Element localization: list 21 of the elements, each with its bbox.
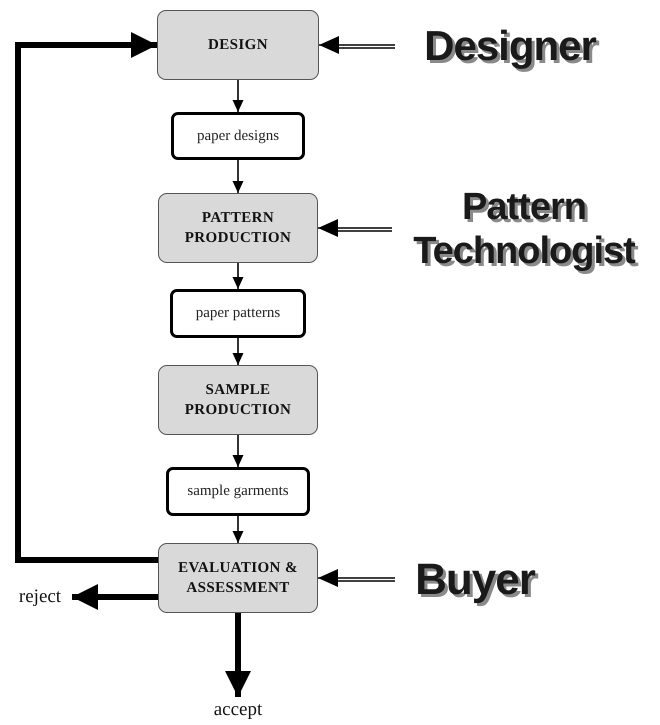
role-label: Buyer <box>395 552 555 608</box>
arrow <box>232 160 244 193</box>
arrow <box>232 516 244 543</box>
arrow <box>72 584 158 610</box>
arrow <box>232 435 244 467</box>
process-box: SAMPLE PRODUCTION <box>158 365 318 435</box>
document-box: paper designs <box>171 112 305 160</box>
process-box: DESIGN <box>157 10 319 80</box>
arrow <box>225 613 251 697</box>
document-box: paper patterns <box>170 289 306 338</box>
document-box: sample garments <box>166 467 310 516</box>
arrow <box>232 80 244 112</box>
outcome-label: reject <box>8 584 72 610</box>
outcome-label: accept <box>200 697 276 723</box>
process-box: PATTERN PRODUCTION <box>158 193 318 263</box>
arrow <box>232 263 244 289</box>
role-label: Designer <box>395 18 625 74</box>
arrow <box>15 32 158 563</box>
arrow <box>232 338 244 365</box>
process-box: EVALUATION & ASSESSMENT <box>158 543 318 613</box>
role-label: Pattern Technologist <box>392 178 656 282</box>
